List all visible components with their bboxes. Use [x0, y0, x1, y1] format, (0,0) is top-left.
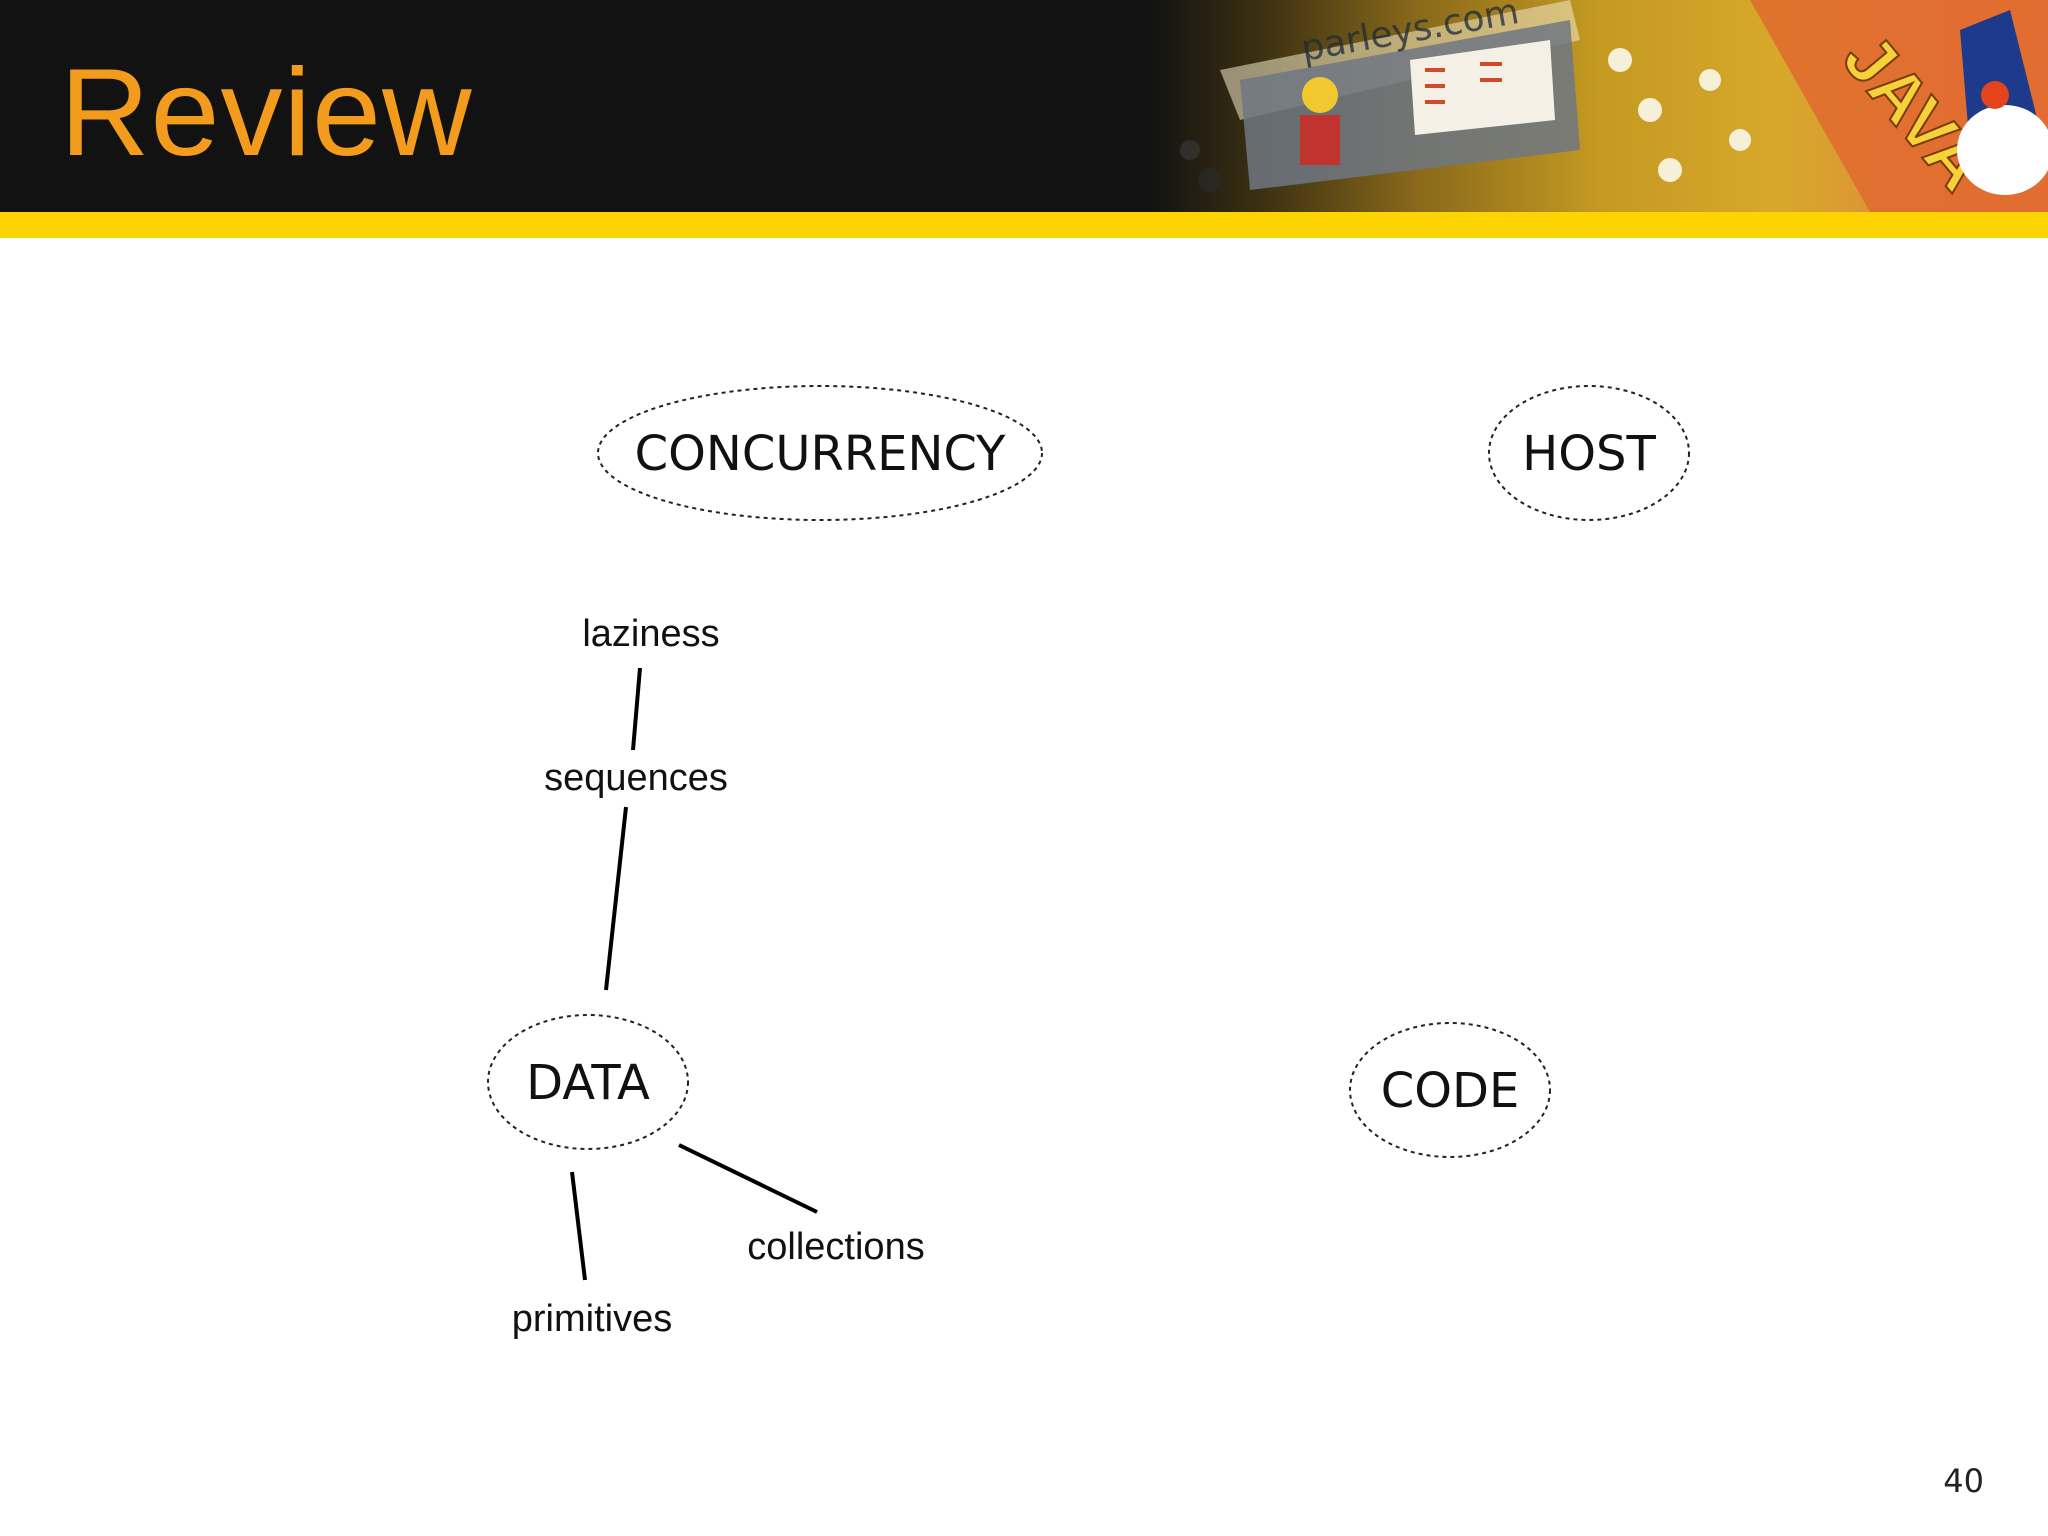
host-node: HOST — [1522, 426, 1656, 482]
data-collections-link — [678, 1143, 818, 1214]
header-illustration: JAVA parleys.com — [1150, 0, 2048, 212]
page-number: 40 — [1943, 1462, 1984, 1500]
host-ellipse — [1488, 385, 1690, 521]
slide-title: Review — [60, 44, 473, 182]
accent-bar — [0, 212, 2048, 238]
code-ellipse — [1349, 1022, 1551, 1158]
data-ellipse — [487, 1014, 689, 1150]
laziness-sequences-link — [631, 667, 642, 751]
primitives-label: primitives — [512, 1298, 672, 1340]
data-node: DATA — [526, 1055, 650, 1111]
concurrency-node: CONCURRENCY — [635, 426, 1006, 482]
concurrency-ellipse — [597, 385, 1043, 521]
code-node: CODE — [1381, 1063, 1520, 1119]
laziness-label: laziness — [582, 613, 719, 655]
sequences-data-link — [604, 806, 628, 991]
data-primitives-link — [570, 1171, 587, 1281]
slide-header: JAVA parleys.com Review — [0, 0, 2048, 212]
sequences-label: sequences — [544, 757, 728, 799]
collections-label: collections — [747, 1226, 924, 1268]
